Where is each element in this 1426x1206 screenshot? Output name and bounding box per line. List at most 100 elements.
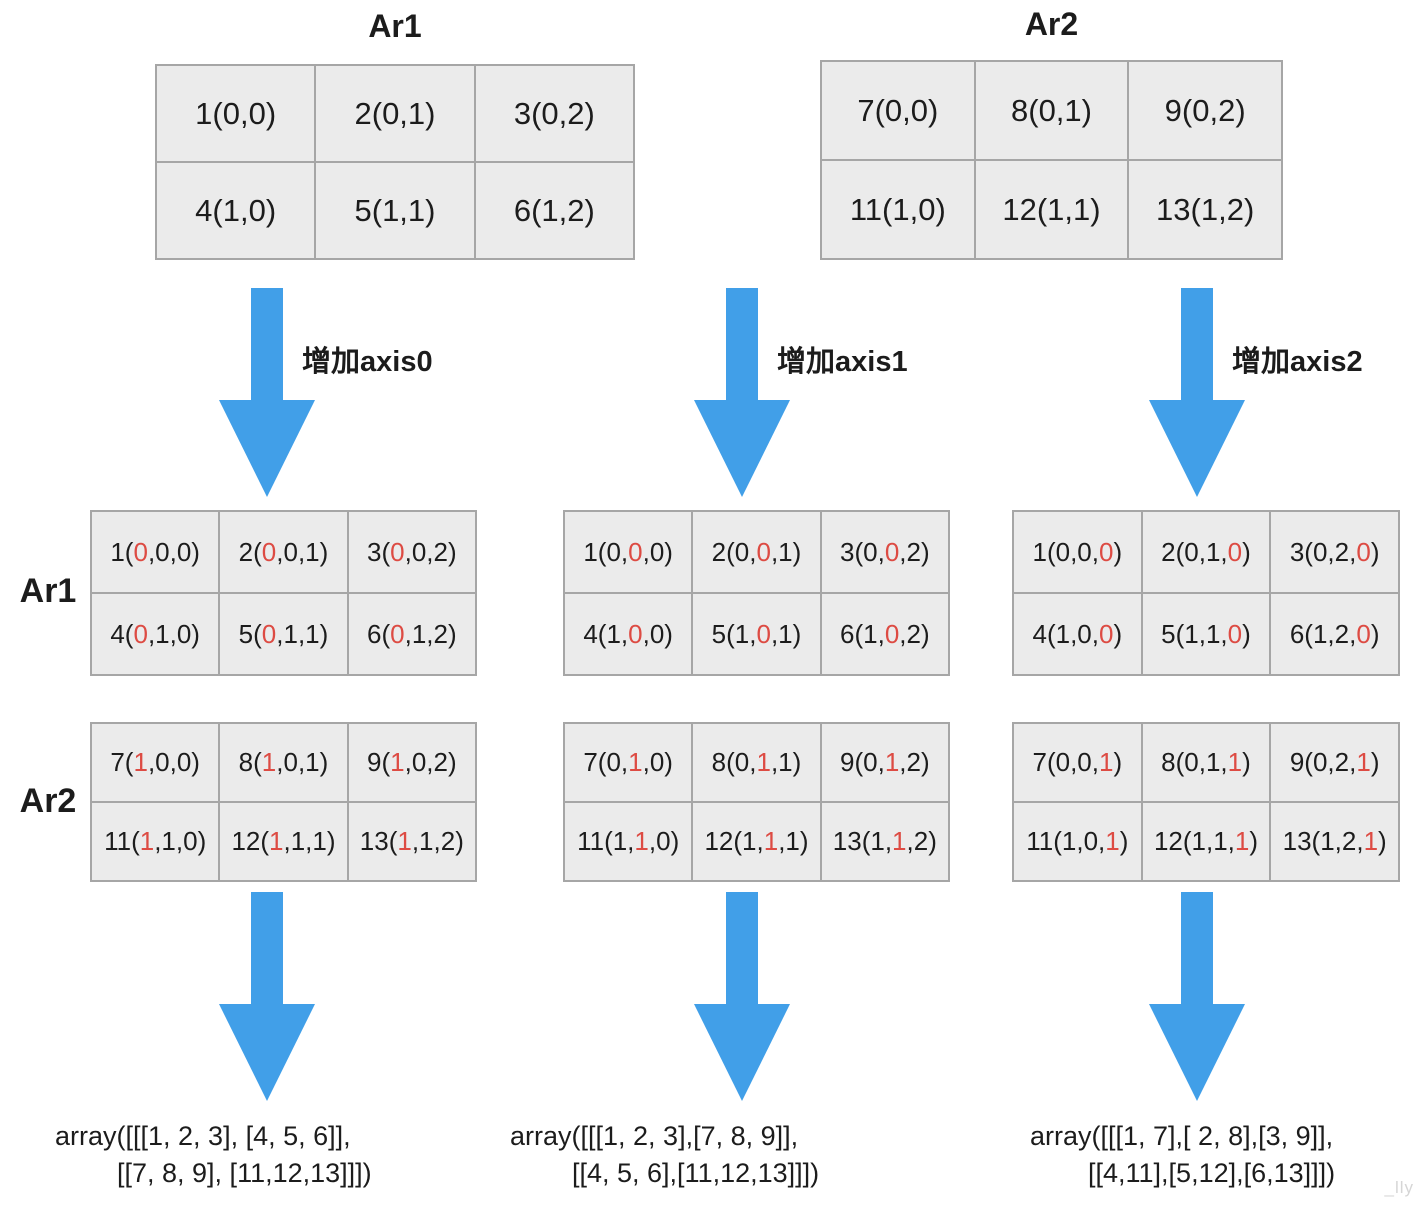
arrow-head bbox=[219, 400, 315, 497]
matrix-cell: 7(0,0,1) bbox=[1013, 723, 1142, 802]
result-axis2: array([[[1, 7],[ 2, 8],[3, 9]], [[4,11],… bbox=[1030, 1118, 1335, 1192]
matrix-cell: 1(0,0,0) bbox=[564, 511, 693, 593]
highlighted-index: 0 bbox=[1099, 536, 1114, 567]
matrix-cell: 5(0,1,1) bbox=[219, 593, 348, 675]
matrix-cell: 2(0,1) bbox=[315, 65, 475, 162]
matrix-cell: 8(1,0,1) bbox=[219, 723, 348, 802]
matrix-cell: 5(1,1,0) bbox=[1141, 593, 1271, 675]
highlighted-index: 0 bbox=[756, 618, 771, 649]
result-line: array([[[1, 7],[ 2, 8],[3, 9]], bbox=[1030, 1121, 1334, 1151]
result-axis1: array([[[1, 2, 3],[7, 8, 9]], [[4, 5, 6]… bbox=[510, 1118, 819, 1192]
highlighted-index: 1 bbox=[397, 826, 412, 856]
highlighted-index: 1 bbox=[628, 747, 643, 777]
arrow-head bbox=[1149, 1004, 1245, 1101]
middle-row-label-ar1: Ar1 bbox=[19, 572, 77, 610]
arrow-head bbox=[694, 1004, 790, 1101]
matrix-cell: 8(0,1) bbox=[974, 61, 1129, 160]
axis0-ar2-table: 7(1,0,0)8(1,0,1)9(1,0,2)11(1,1,0)12(1,1,… bbox=[90, 722, 477, 882]
matrix-cell: 11(1,1,0) bbox=[564, 802, 693, 881]
highlighted-index: 0 bbox=[884, 536, 900, 567]
matrix-cell: 7(0,1,0) bbox=[564, 723, 693, 802]
highlighted-index: 0 bbox=[1227, 618, 1243, 649]
down-arrow-axis2 bbox=[1149, 288, 1245, 497]
arrow-shaft bbox=[1181, 892, 1213, 1004]
matrix-cell: 11(1,0) bbox=[821, 160, 975, 259]
axis2-ar2-table: 7(0,0,1)8(0,1,1)9(0,2,1)11(1,0,1)12(1,1,… bbox=[1012, 722, 1400, 882]
top-ar1-table: 1(0,0)2(0,1)3(0,2)4(1,0)5(1,1)6(1,2) bbox=[155, 64, 635, 260]
matrix-cell: 4(1,0) bbox=[156, 162, 316, 259]
highlighted-index: 1 bbox=[133, 747, 148, 777]
result-line: [[7, 8, 9], [11,12,13]]]) bbox=[117, 1158, 372, 1188]
highlighted-index: 0 bbox=[756, 536, 771, 567]
matrix-cell: 2(0,1,0) bbox=[1141, 511, 1271, 593]
highlighted-index: 1 bbox=[1105, 826, 1120, 856]
matrix-cell: 9(1,0,2) bbox=[347, 723, 476, 802]
down-arrow-result-axis2 bbox=[1149, 892, 1245, 1101]
arrow-label-axis0: 增加axis0 bbox=[302, 346, 433, 378]
highlighted-index: 1 bbox=[892, 826, 907, 856]
highlighted-index: 1 bbox=[1363, 826, 1379, 856]
arrow-label-axis1: 增加axis1 bbox=[777, 346, 908, 378]
highlighted-index: 0 bbox=[261, 618, 277, 649]
highlighted-index: 1 bbox=[763, 826, 779, 856]
matrix-cell: 3(0,2,0) bbox=[1270, 511, 1399, 593]
highlighted-index: 0 bbox=[1227, 536, 1243, 567]
highlighted-index: 0 bbox=[1099, 618, 1114, 649]
matrix-cell: 3(0,0,2) bbox=[820, 511, 949, 593]
matrix-cell: 4(1,0,0) bbox=[1013, 593, 1142, 675]
matrix-cell: 5(1,1) bbox=[315, 162, 475, 259]
axis1-ar2-table: 7(0,1,0)8(0,1,1)9(0,1,2) 11(1,1,0)12(1,1,… bbox=[563, 722, 950, 882]
result-line: array([[[1, 2, 3],[7, 8, 9]], bbox=[510, 1121, 799, 1151]
highlighted-index: 0 bbox=[133, 618, 148, 649]
highlighted-index: 0 bbox=[390, 618, 405, 649]
matrix-cell: 9(0,1,2) bbox=[820, 723, 949, 802]
arrow-shaft bbox=[726, 288, 758, 400]
highlighted-index: 1 bbox=[139, 826, 155, 856]
top-array-title-ar2: Ar2 bbox=[1024, 6, 1079, 42]
highlighted-index: 0 bbox=[1356, 536, 1371, 567]
arrow-shaft bbox=[726, 892, 758, 1004]
matrix-cell: 6(0,1,2) bbox=[347, 593, 476, 675]
matrix-cell: 13(1,1,2) bbox=[347, 802, 476, 881]
highlighted-index: 1 bbox=[634, 826, 649, 856]
matrix-cell: 8(0,1,1) bbox=[692, 723, 821, 802]
result-line: [[4,11],[5,12],[6,13]]]) bbox=[1088, 1158, 1336, 1188]
highlighted-index: 1 bbox=[1356, 747, 1371, 777]
matrix-cell: 3(0,0,2) bbox=[347, 511, 476, 593]
matrix-cell: 1(0,0,0) bbox=[91, 511, 220, 593]
axis2-ar1-table: 1(0,0,0)2(0,1,0)3(0,2,0)4(1,0,0)5(1,1,0)… bbox=[1012, 510, 1400, 676]
arrow-shaft bbox=[251, 288, 283, 400]
result-axis0: array([[[1, 2, 3], [4, 5, 6]], [[7, 8, 9… bbox=[55, 1118, 372, 1192]
highlighted-index: 1 bbox=[756, 747, 771, 777]
axis0-ar1-table: 1(0,0,0)2(0,0,1)3(0,0,2) 4(0,1,0)5(0,1,1)… bbox=[90, 510, 477, 676]
top-ar2-table: 7(0,0)8(0,1)9(0,2)11(1,0)12(1,1)13(1,2) bbox=[820, 60, 1283, 260]
arrow-label-axis2: 增加axis2 bbox=[1232, 346, 1363, 378]
matrix-cell: 8(0,1,1) bbox=[1141, 723, 1271, 802]
result-line: [[4, 5, 6],[11,12,13]]]) bbox=[572, 1158, 820, 1188]
arrow-shaft bbox=[1181, 288, 1213, 400]
matrix-cell: 2(0,0,1) bbox=[692, 511, 821, 593]
matrix-cell: 13(1,2,1) bbox=[1270, 802, 1399, 881]
matrix-cell: 2(0,0,1) bbox=[219, 511, 348, 593]
highlighted-index: 0 bbox=[133, 536, 148, 567]
matrix-cell: 11(1,0,1) bbox=[1013, 802, 1142, 881]
matrix-cell: 4(1,0,0) bbox=[564, 593, 693, 675]
highlighted-index: 0 bbox=[628, 536, 643, 567]
matrix-cell: 4(0,1,0) bbox=[91, 593, 220, 675]
result-line: array([[[1, 2, 3], [4, 5, 6]], bbox=[55, 1121, 351, 1151]
matrix-cell: 9(0,2) bbox=[1128, 61, 1282, 160]
matrix-cell: 13(1,2) bbox=[1128, 160, 1282, 259]
matrix-cell: 12(1,1) bbox=[974, 160, 1129, 259]
matrix-cell: 5(1,0,1) bbox=[692, 593, 821, 675]
matrix-cell: 12(1,1,1) bbox=[692, 802, 821, 881]
highlighted-index: 1 bbox=[390, 747, 405, 777]
matrix-cell: 12(1,1,1) bbox=[219, 802, 348, 881]
matrix-cell: 13(1,1,2) bbox=[820, 802, 949, 881]
matrix-cell: 3(0,2) bbox=[474, 65, 634, 162]
highlighted-index: 1 bbox=[261, 747, 277, 777]
down-arrow-result-axis0 bbox=[219, 892, 315, 1101]
highlighted-index: 1 bbox=[1099, 747, 1114, 777]
down-arrow-result-axis1 bbox=[694, 892, 790, 1101]
middle-row-label-ar2: Ar2 bbox=[19, 782, 77, 820]
